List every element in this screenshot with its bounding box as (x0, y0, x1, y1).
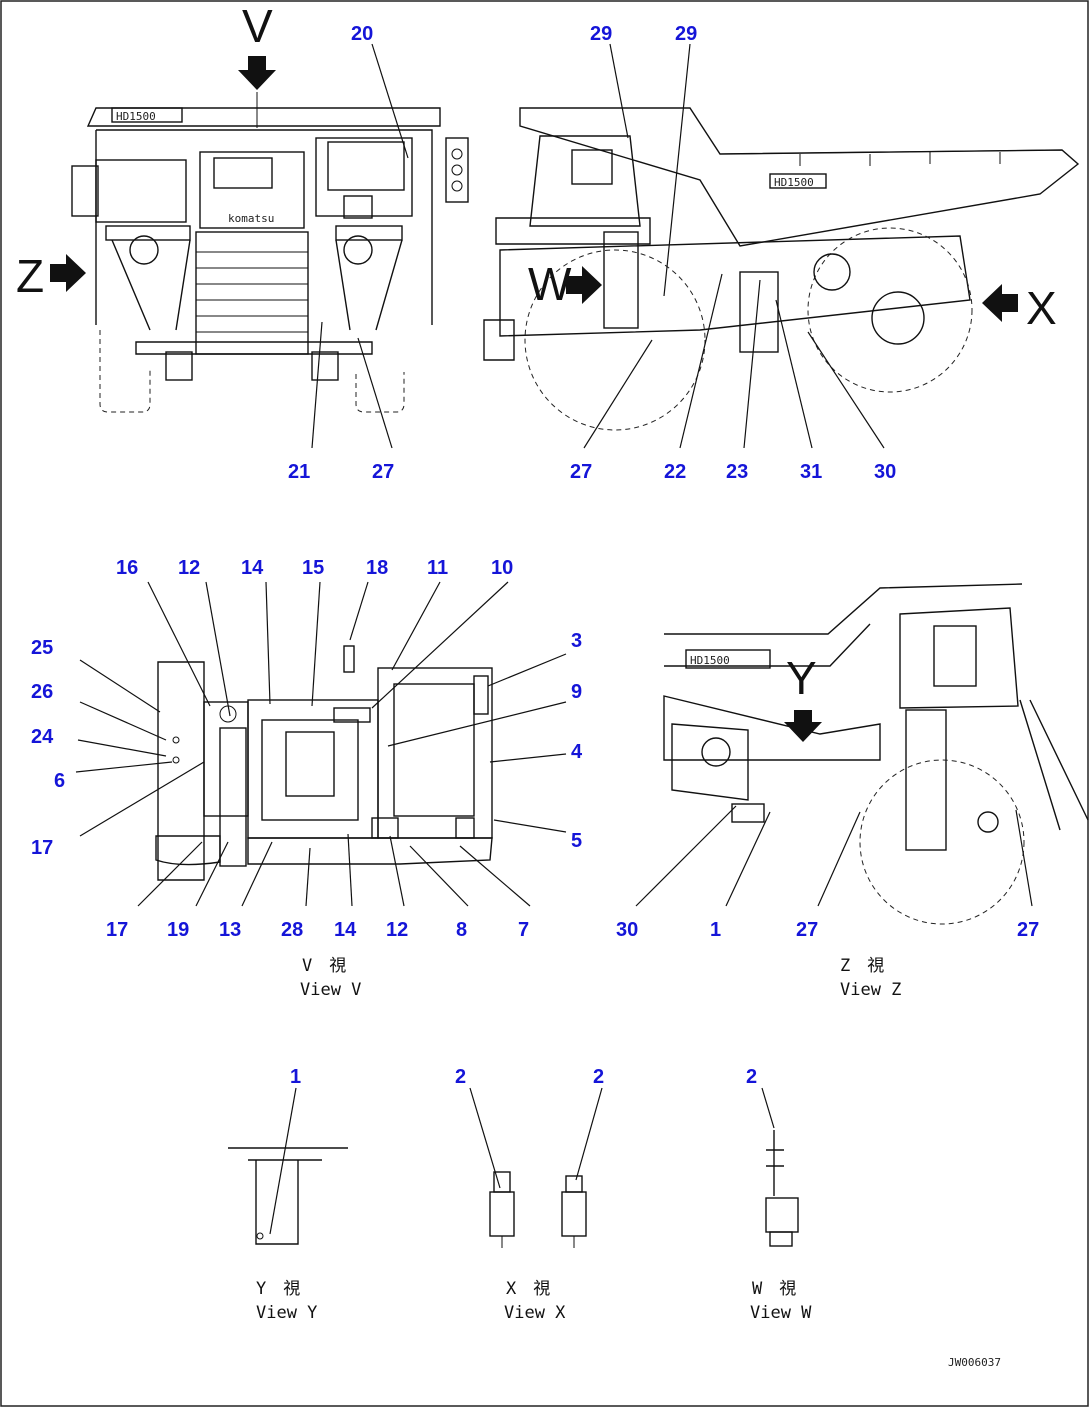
callout-2a: 2 (455, 1066, 466, 1088)
view-letter-z: Z (16, 250, 44, 302)
callout-27a: 27 (796, 919, 818, 941)
caption-view-x-jp: X 視 (506, 1279, 550, 1299)
arrow-left-icon (982, 284, 1018, 322)
callout-20: 20 (351, 23, 373, 45)
side-nameplate: HD1500 (774, 176, 814, 189)
callout-9: 9 (571, 681, 582, 703)
callout-2: 2 (746, 1066, 757, 1088)
callout-25: 25 (31, 637, 53, 659)
callout-15: 15 (302, 557, 324, 579)
callout-4: 4 (571, 741, 583, 763)
callout-6: 6 (54, 770, 65, 792)
caption-view-y-en: View Y (256, 1303, 317, 1323)
side-view: HD1500 W X 29 29 27 22 (483, 23, 1080, 483)
view-y: 1 Y 視 View Y (228, 1066, 348, 1323)
callout-2b: 2 (593, 1066, 604, 1088)
callout-1: 1 (710, 919, 721, 941)
caption-view-w-jp: W 視 (752, 1279, 796, 1299)
callout-17-left: 17 (31, 837, 53, 859)
callout-16: 16 (116, 557, 138, 579)
caption-view-y-jp: Y 視 (256, 1279, 300, 1299)
nameplate: HD1500 (116, 110, 156, 123)
caption-view-v-jp: V 視 (302, 956, 346, 976)
caption-view-x-en: View X (504, 1303, 566, 1323)
view-letter-x: X (1026, 282, 1057, 334)
arrow-down-icon (238, 56, 276, 90)
callout-11: 11 (427, 557, 448, 579)
view-z: HD1500 Y 30 1 27 27 Z 視 View Z (616, 583, 1089, 1000)
callout-27: 27 (570, 461, 592, 483)
callout-24: 24 (31, 726, 54, 748)
arrow-right-icon (566, 266, 602, 304)
arrow-right-icon (50, 254, 86, 292)
view-w: 2 W 視 View W (746, 1066, 812, 1323)
view-letter-v: V (242, 0, 273, 52)
callout-12-bottom: 12 (386, 919, 408, 941)
caption-view-z-en: View Z (840, 980, 901, 1000)
view-x: 2 2 X 視 View X (455, 1066, 604, 1323)
callout-17-bottom: 17 (106, 919, 128, 941)
callout-22: 22 (664, 461, 686, 483)
svg-text:komatsu: komatsu (228, 212, 274, 225)
z-nameplate: HD1500 (690, 654, 730, 667)
callout-23: 23 (726, 461, 748, 483)
view-letter-w: W (528, 258, 572, 310)
callout-31: 31 (800, 461, 822, 483)
callout-29a: 29 (590, 23, 612, 45)
callout-12: 12 (178, 557, 200, 579)
callout-3: 3 (571, 630, 582, 652)
callout-7: 7 (518, 919, 529, 941)
callout-1: 1 (290, 1066, 301, 1088)
view-v: 16 12 14 15 18 11 10 25 26 24 6 17 3 9 4… (31, 557, 583, 1000)
arrow-down-icon (784, 710, 822, 742)
front-view: V Z HD1500 komatsu (16, 0, 469, 483)
caption-view-z-jp: Z 視 (840, 956, 884, 976)
callout-5: 5 (571, 830, 582, 852)
callout-26: 26 (31, 681, 53, 703)
callout-13: 13 (219, 919, 241, 941)
callout-10: 10 (491, 557, 513, 579)
caption-view-w-en: View W (750, 1303, 812, 1323)
callout-21: 21 (288, 461, 310, 483)
callout-29b: 29 (675, 23, 697, 45)
view-letter-y: Y (786, 652, 817, 704)
callout-19: 19 (167, 919, 189, 941)
callout-30: 30 (616, 919, 638, 941)
document-id: JW006037 (948, 1356, 1001, 1369)
callout-8: 8 (456, 919, 467, 941)
callout-27b: 27 (1017, 919, 1039, 941)
callout-18: 18 (366, 557, 388, 579)
callout-14-bottom: 14 (334, 919, 357, 941)
callout-14: 14 (241, 557, 264, 579)
callout-28: 28 (281, 919, 303, 941)
caption-view-v-en: View V (300, 980, 361, 1000)
callout-30: 30 (874, 461, 896, 483)
callout-27: 27 (372, 461, 394, 483)
